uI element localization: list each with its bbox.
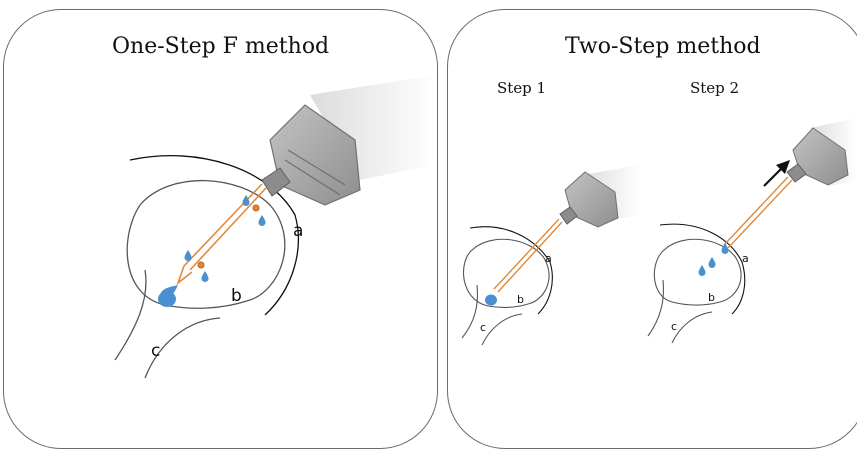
label-a: a xyxy=(293,221,303,241)
one-step-panel xyxy=(3,9,438,449)
joint-space-outline-b xyxy=(126,179,286,309)
droplet-icon xyxy=(708,257,716,268)
needle-marker-upper xyxy=(252,204,260,212)
step1-label-c: c xyxy=(480,321,486,334)
one-step-transducer xyxy=(261,75,435,206)
step2-label-a: a xyxy=(742,252,749,265)
step2-anatomy xyxy=(647,223,746,344)
two-step-panel xyxy=(447,9,857,449)
label-b: b xyxy=(231,286,242,306)
step1-title: Step 1 xyxy=(497,79,547,97)
step1-transducer xyxy=(559,165,640,228)
label-c: c xyxy=(151,341,160,361)
step1-anatomy xyxy=(461,226,553,346)
one-step-droplets xyxy=(158,195,266,307)
step2-label-b: b xyxy=(708,291,715,304)
droplet-icon xyxy=(184,250,192,261)
step2-label-c: c xyxy=(671,320,677,333)
two-step-title: Two-Step method xyxy=(565,34,761,59)
needle-marker-lower xyxy=(197,261,205,269)
bone-contour-c2 xyxy=(144,317,221,379)
step1-label-a: a xyxy=(545,252,552,265)
bone-contour-c xyxy=(114,269,147,361)
one-step-title: One-Step F method xyxy=(112,34,330,59)
step2-title: Step 2 xyxy=(690,79,740,97)
step1-needle xyxy=(493,218,563,293)
one-step-anatomy xyxy=(114,154,299,379)
one-step-needle xyxy=(176,183,267,286)
withdraw-arrow-icon xyxy=(763,160,790,187)
droplet-icon xyxy=(258,215,266,226)
droplet-icon xyxy=(721,243,729,254)
step2-needle xyxy=(723,176,793,249)
capsule-arc-a xyxy=(129,154,299,316)
droplet-icon xyxy=(698,265,706,276)
step1-label-b: b xyxy=(517,293,524,306)
droplet-icon xyxy=(242,195,250,206)
step2-transducer xyxy=(786,118,857,186)
droplet-icon xyxy=(201,271,209,282)
step2-droplets xyxy=(698,243,729,276)
fluid-pool-icon xyxy=(485,294,497,306)
